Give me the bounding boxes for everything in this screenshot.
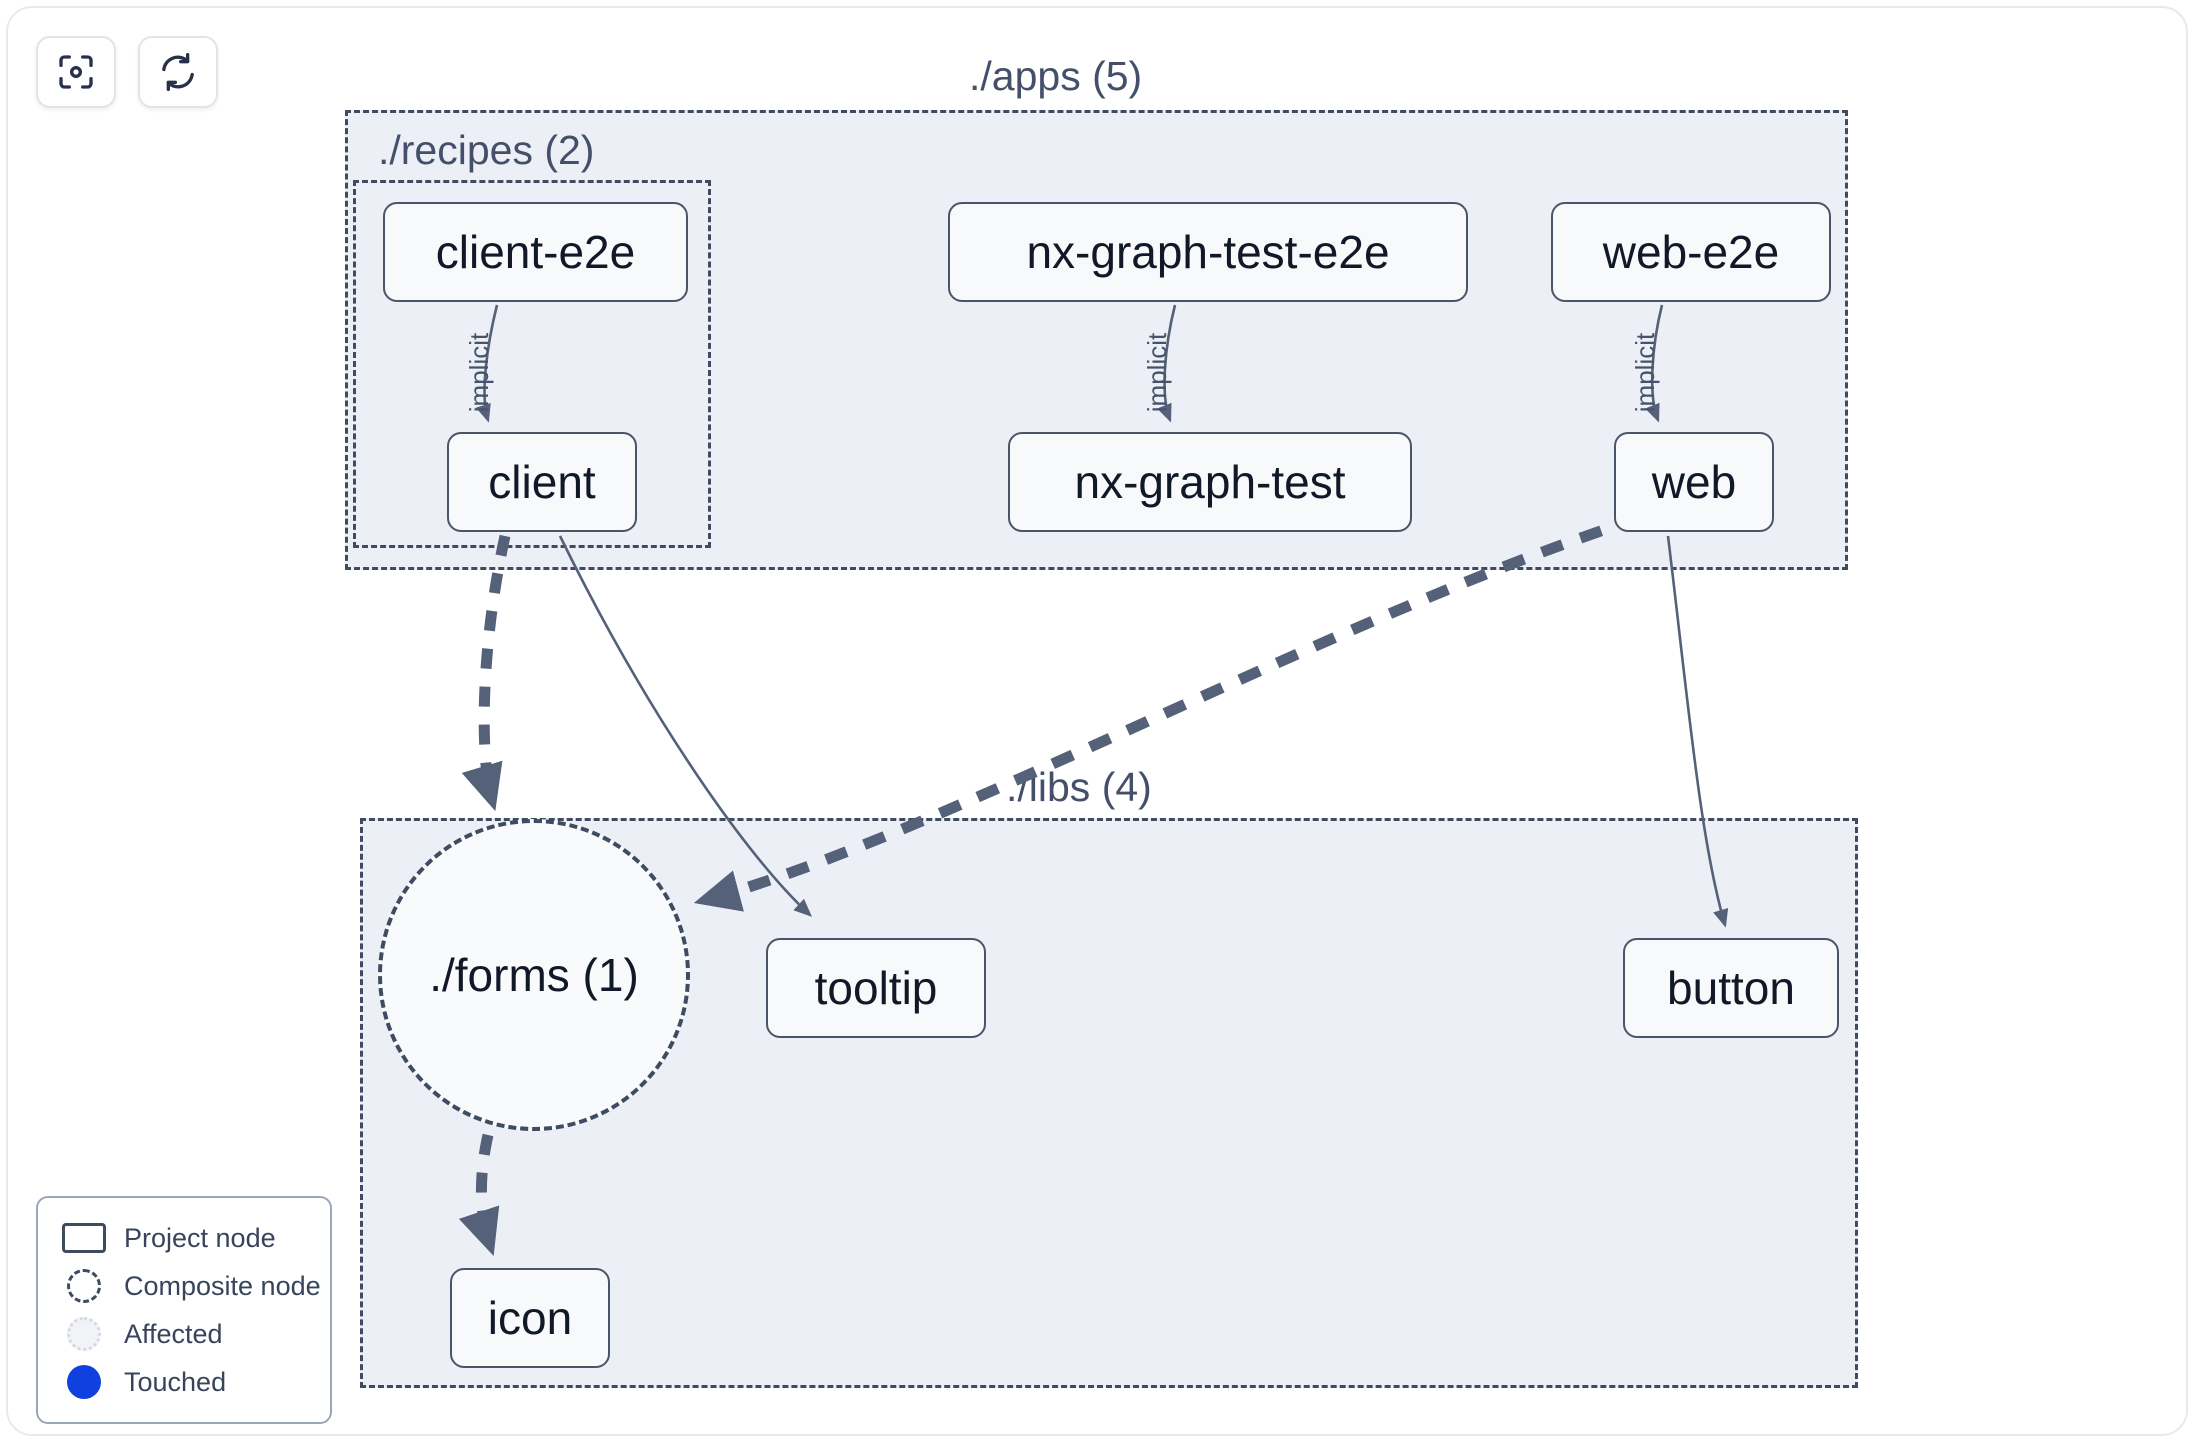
node-label: icon (487, 1292, 573, 1344)
node-button[interactable]: button (1623, 938, 1839, 1038)
edge-label-nx-graph-test-e2e-implicit: implicit (1142, 332, 1173, 413)
node-nx-graph-test[interactable]: nx-graph-test (1008, 432, 1412, 532)
edge-label-client-e2e-implicit: implicit (464, 332, 495, 413)
refresh-graph-button[interactable] (138, 36, 218, 108)
legend-item-composite-node: Composite node (56, 1262, 321, 1310)
group-label-apps: ./apps (5) (969, 53, 1143, 99)
node-nx-graph-test-e2e[interactable]: nx-graph-test-e2e (948, 202, 1468, 302)
touched-swatch (56, 1365, 112, 1399)
node-tooltip[interactable]: tooltip (766, 938, 986, 1038)
edge-client-to-forms (461, 534, 511, 812)
edge-nx-graph-test-e2e-to-nx-graph-test (1156, 304, 1177, 423)
node-label: web (1651, 456, 1737, 508)
legend-item-label: Project node (124, 1222, 276, 1253)
node-web-e2e[interactable]: web-e2e (1551, 202, 1831, 302)
focus-scan-icon (56, 52, 96, 92)
edge-forms-to-icon (458, 1133, 500, 1256)
node-label: button (1667, 962, 1795, 1014)
node-label: client-e2e (435, 226, 636, 278)
affected-swatch (56, 1317, 112, 1351)
project-node-swatch (56, 1223, 112, 1253)
node-web[interactable]: web (1614, 432, 1774, 532)
legend-item-label: Affected (124, 1318, 223, 1349)
edge-client-to-tooltip (558, 535, 812, 917)
legend-item-label: Composite node (124, 1270, 321, 1301)
node-label: web-e2e (1602, 226, 1780, 278)
legend-item-label: Touched (124, 1366, 227, 1397)
node-client-e2e[interactable]: client-e2e (383, 202, 688, 302)
graph-toolbar (36, 36, 218, 108)
legend-item-project-node: Project node (56, 1214, 312, 1262)
edge-client-e2e-to-client (475, 304, 499, 423)
node-label: tooltip (814, 962, 938, 1014)
node-label: client (488, 456, 596, 508)
edge-web-e2e-to-web (1644, 304, 1664, 423)
edge-label-web-e2e-implicit: implicit (1630, 332, 1661, 413)
node-label: nx-graph-test (1074, 456, 1346, 508)
node-icon[interactable]: icon (450, 1268, 610, 1368)
node-client[interactable]: client (447, 432, 637, 532)
group-label-recipes: ./recipes (2) (378, 127, 595, 173)
legend-item-touched: Touched (56, 1358, 312, 1406)
graph-legend: Project node Composite node Affected Tou… (36, 1196, 332, 1424)
legend-item-affected: Affected (56, 1310, 312, 1358)
edge-web-to-button (1666, 535, 1729, 928)
node-forms[interactable]: ./forms (1) (378, 819, 690, 1131)
node-label: nx-graph-test-e2e (1026, 226, 1390, 278)
composite-node-swatch (56, 1269, 112, 1303)
refresh-icon (158, 52, 198, 92)
node-label: ./forms (1) (429, 949, 639, 1001)
focus-graph-button[interactable] (36, 36, 116, 108)
edge-web-to-forms (693, 512, 1642, 912)
